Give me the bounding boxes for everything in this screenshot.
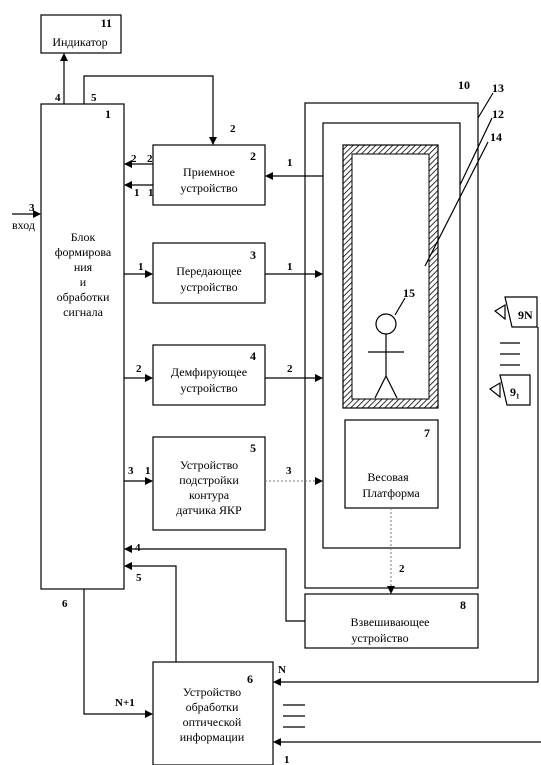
port-label: 3 xyxy=(29,202,35,214)
camera-label: 9N xyxy=(518,308,533,322)
block-label-line: контура xyxy=(189,488,230,502)
block-label-line: Взвешивающее xyxy=(350,615,429,629)
block-label-line: Устройство xyxy=(180,458,238,472)
indicator-block: 11 Индикатор xyxy=(40,14,122,54)
port-label: 5 xyxy=(136,572,142,584)
block-label-line: Весовая xyxy=(367,470,409,484)
port-label: 2 xyxy=(399,563,405,575)
ref-12: 12 xyxy=(492,107,504,121)
reference-numbers: 10 13 12 14 15 xyxy=(403,78,504,300)
port-label: 1 xyxy=(138,261,144,273)
camera-9n-icon: 9N xyxy=(493,296,538,328)
port-label: 2 xyxy=(136,363,142,375)
block-label-line: устройство xyxy=(180,280,237,294)
port-label: 2 xyxy=(147,153,153,165)
block-label-line: устройство xyxy=(180,381,237,395)
block-label-line: информации xyxy=(180,730,245,744)
block-number: 8 xyxy=(460,598,466,612)
tuning-block: 5 Устройство подстройки контура датчика … xyxy=(152,436,266,531)
ref-14: 14 xyxy=(490,130,502,144)
block-label-line: Платформа xyxy=(362,486,420,500)
block-label-line: и xyxy=(80,275,87,289)
block-label-line: ния xyxy=(74,260,93,274)
weighing-platform-block: 7 Весовая Платформа xyxy=(344,419,439,509)
enclosure-group xyxy=(304,102,479,589)
connections xyxy=(12,53,541,746)
block-label-line: формирова xyxy=(55,245,112,259)
port-label: 3 xyxy=(128,465,134,477)
port-label: N xyxy=(278,664,286,676)
main-processing-block: 1 Блок формирова ния и обработки сигнала xyxy=(40,103,125,590)
transmitter-block: 3 Передающее устройство xyxy=(152,242,266,304)
port-label: 1 xyxy=(134,187,140,199)
port-label: 1 xyxy=(287,157,293,169)
block-label-line: оптической xyxy=(183,715,242,729)
port-label: 2 xyxy=(230,123,236,135)
chamber-interior xyxy=(351,153,430,400)
block-number: 6 xyxy=(247,672,253,686)
block-label-line: датчика ЯКР xyxy=(176,503,242,517)
block-number: 11 xyxy=(101,16,112,30)
port-label: 5 xyxy=(91,92,97,104)
block-number: 2 xyxy=(250,149,256,163)
ref-15: 15 xyxy=(403,286,415,300)
block-label: Индикатор xyxy=(52,35,107,49)
port-label: 1 xyxy=(284,754,290,765)
weighing-device-block: 8 Взвешивающее устройство xyxy=(304,593,479,649)
block-label-line: устройство xyxy=(180,181,237,195)
port-label: 3 xyxy=(286,465,292,477)
port-label: 6 xyxy=(62,598,68,610)
block-label-line: подстройки xyxy=(179,473,239,487)
block-label-line: обработки xyxy=(186,700,239,714)
person-icon xyxy=(368,313,404,399)
block-number: 4 xyxy=(250,349,256,363)
ref-13: 13 xyxy=(492,81,504,95)
port-labels: 3 вход 4 5 2 2 2 1 1 1 1 1 2 2 3 1 3 2 4… xyxy=(12,92,405,765)
block-label-line: Приемное xyxy=(183,165,235,179)
damping-block: 4 Демфирующее устройство xyxy=(152,344,266,406)
block-number: 7 xyxy=(424,426,430,440)
port-label: 1 xyxy=(287,261,293,273)
block-label-line: Демфирующее xyxy=(171,365,247,379)
block-number: 5 xyxy=(250,441,256,455)
block-label-line: Передающее xyxy=(176,264,241,278)
ref-10: 10 xyxy=(458,78,470,92)
receiver-block: 2 Приемное устройство xyxy=(152,144,266,206)
port-label: 2 xyxy=(287,363,293,375)
port-label: N+1 xyxy=(115,697,135,709)
block-label-line: устройство xyxy=(351,631,408,645)
block-label-line: обработки xyxy=(57,290,110,304)
input-label: вход xyxy=(12,218,35,232)
port-label: 1 xyxy=(148,187,154,199)
port-label: 1 xyxy=(145,465,151,477)
block-label-line: сигнала xyxy=(63,305,104,319)
camera-9-1-icon: 9₁ xyxy=(488,374,531,406)
port-label: 4 xyxy=(55,92,61,104)
block-number: 3 xyxy=(250,248,256,262)
block-number: 1 xyxy=(105,107,111,121)
optical-processing-block: 6 Устройство обработки оптической информ… xyxy=(152,661,274,765)
port-label: 2 xyxy=(131,153,137,165)
camera-label: 9₁ xyxy=(510,385,520,399)
block-label-line: Устройство xyxy=(183,685,241,699)
port-label: 4 xyxy=(135,542,141,554)
camera-dots xyxy=(500,342,520,366)
block-label-line: Блок xyxy=(71,230,96,244)
